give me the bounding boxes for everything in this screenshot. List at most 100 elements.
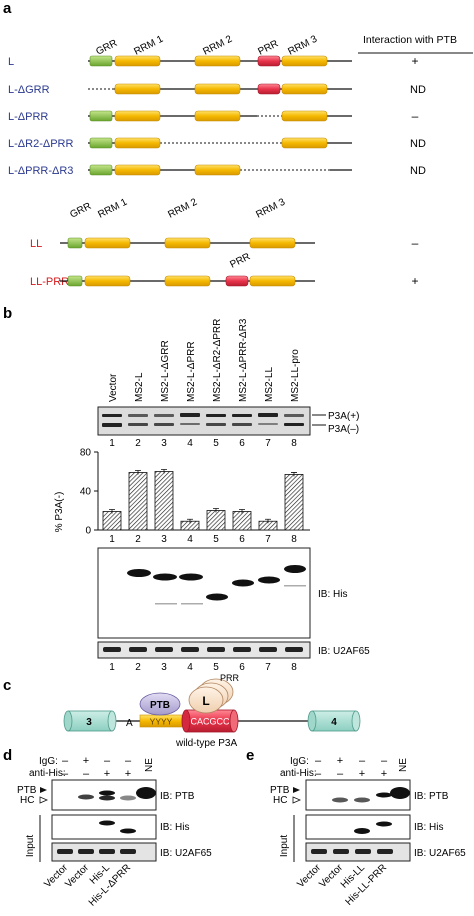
svg-text:CACGCC: CACGCC [190,717,230,727]
anti-his-signs: – – + + [315,768,387,780]
error-bar [291,472,297,477]
panel-e: e IgG: anti-His: – + – – – – + + NE PTB … [246,747,466,908]
prr-domain [225,275,249,287]
grr-label: GRR [68,201,93,221]
svg-text:8: 8 [291,534,297,545]
p3a-minus-label: P3A(–) [328,424,359,435]
lane-numbers: 1 2 3 4 5 6 7 8 [109,438,297,449]
panel-label: c [3,677,11,694]
construct-name: L-ΔR2-ΔPRR [8,138,73,150]
rrm1-domain [114,55,161,67]
his-western-blot: IB: His [97,547,347,639]
bar-3 [154,471,174,531]
yyyy-label: YYYY [150,717,173,727]
svg-text:–: – [83,768,90,780]
svg-text:4: 4 [187,438,193,449]
svg-text:1: 1 [109,662,115,673]
rrm3-domain [281,83,328,95]
rrm1-domain [114,164,161,176]
error-bar [265,518,271,524]
rrm3-domain [281,55,328,67]
interaction-result: ND [410,165,426,177]
svg-text:RRM 2: RRM 2 [166,197,199,221]
exon-3: 3 [63,710,117,732]
svg-text:+: + [125,768,131,780]
construct-row-l-dprr-dr3: L-ΔPRR-ΔR3 ND [8,164,426,177]
construct-row-l-dgrr: L-ΔGRR ND [8,83,426,96]
svg-text:2: 2 [135,662,141,673]
grr-domain [89,137,113,149]
construct-row-ll: LL – [30,236,419,250]
lane-labels: Vector Vector His-LL His-LL-PRR [295,862,389,908]
y-axis-label: % P3A(-) [54,492,65,533]
hc-arrowhead-icon [292,796,302,804]
rrm2-label: RRM 2 [201,34,234,58]
y-tick-label: 80 [80,448,92,459]
construct-row-ll-prr: LL-PRR PRR + [30,251,419,288]
error-bar [135,470,141,475]
lane-label: MS2-LL-pro [290,349,301,402]
svg-text:7: 7 [265,438,271,449]
bar-2 [128,472,148,531]
ptb-arrowhead-icon [293,787,300,793]
svg-text:5: 5 [213,662,219,673]
lane-label: MS2-L-ΔPRR-ΔR3 [238,318,249,402]
svg-text:–: – [381,755,388,767]
rrm3-domain [281,110,328,122]
svg-text:NE: NE [144,758,155,772]
svg-text:–: – [337,768,344,780]
svg-text:RRM 3: RRM 3 [254,197,287,221]
grr-domain [89,110,113,122]
rrm2-domain [164,237,211,249]
rrm3-domain [249,275,296,287]
y-tick-label: 0 [85,526,91,537]
svg-text:PRR: PRR [228,251,252,270]
lane-numbers: 1 2 3 4 5 6 7 8 [109,662,297,673]
ib-label: IB: U2AF65 [414,848,466,859]
panel-label: a [3,0,12,17]
svg-text:2: 2 [135,438,141,449]
rrm1-domain [114,83,161,95]
svg-text:+: + [83,755,89,767]
rrm3-label: RRM 3 [286,34,319,58]
error-bar [239,509,245,514]
construct-name: L-ΔPRR-ΔR3 [8,165,73,177]
svg-text:Vector: Vector [63,862,91,890]
ib-u2af65-label: IB: U2AF65 [318,646,370,657]
grr-label: GRR [94,38,119,58]
rrm2-domain [194,164,241,176]
construct-row-l-dr2-dprr: L-ΔR2-ΔPRR ND [8,137,426,150]
svg-text:4: 4 [187,662,193,673]
interaction-header: Interaction with PTB [363,34,457,46]
construct-name: LL-PRR [30,276,69,288]
rrm2-domain [194,55,241,67]
lane-label: MS2-LL [264,367,275,402]
svg-text:+: + [337,755,343,767]
lane-label: MS2-L-ΔPRR [186,341,197,402]
svg-text:RRM 1: RRM 1 [132,34,165,58]
lane-numbers: 1 2 3 4 5 6 7 8 [109,534,297,545]
rrm2-domain [164,275,211,287]
svg-text:–: – [62,755,69,767]
ne-label: NE [144,758,155,772]
anti-his-row-label: anti-His: [280,768,317,779]
grr-domain [67,275,83,287]
svg-text:Vector: Vector [295,862,323,890]
svg-text:–: – [315,768,322,780]
ptb-arrowhead-icon [40,787,47,793]
rrm1-domain [114,137,161,149]
svg-text:4: 4 [187,534,193,545]
ptb-marker-label: PTB [270,785,290,796]
svg-text:–: – [359,755,366,767]
construct-name: L-ΔGRR [8,84,50,96]
svg-text:6: 6 [239,534,245,545]
prr-label: PRR [228,251,252,270]
panel-label: d [3,747,12,764]
svg-text:8: 8 [291,438,297,449]
interaction-result: ND [410,84,426,96]
svg-text:L: L [202,694,209,708]
svg-text:3: 3 [161,662,167,673]
svg-text:+: + [104,768,110,780]
rrm2-domain [194,110,241,122]
